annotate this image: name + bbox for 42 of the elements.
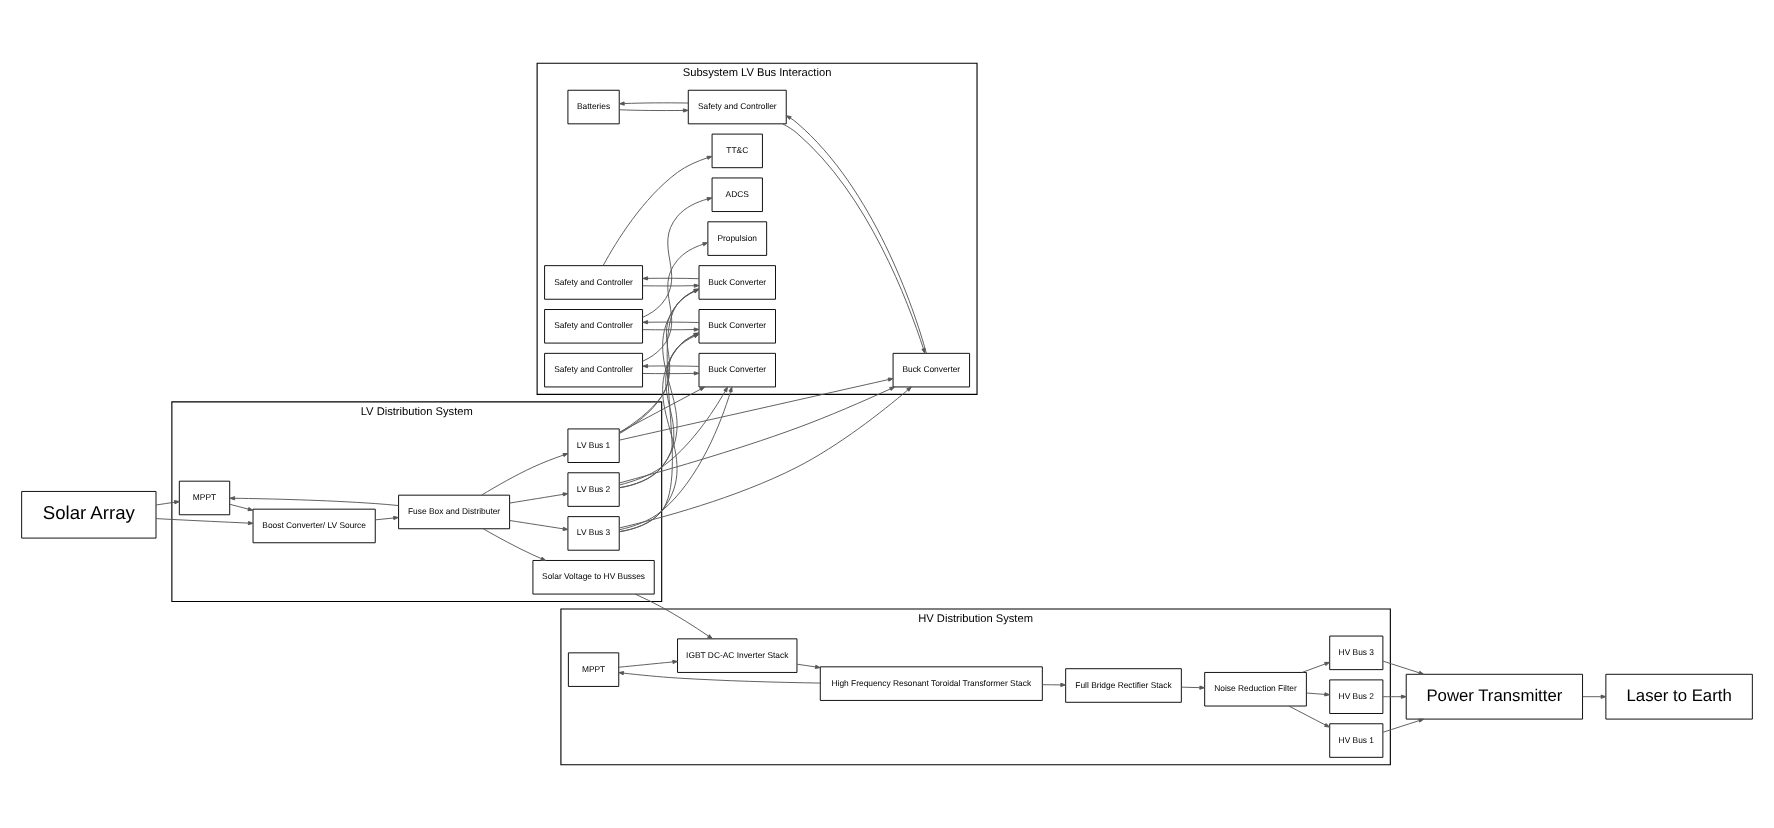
arrow	[634, 593, 713, 640]
arrow	[1382, 694, 1407, 699]
arrow	[155, 500, 180, 506]
arrow	[642, 320, 700, 325]
arrow	[642, 242, 709, 362]
arrow	[618, 671, 821, 684]
arrow	[619, 108, 689, 113]
arrow	[618, 386, 728, 486]
arrow	[642, 363, 700, 369]
node-box: Solar Array	[21, 490, 157, 539]
arrow	[375, 515, 399, 521]
arrow	[1306, 692, 1330, 697]
arrow	[642, 327, 700, 332]
arrow	[509, 520, 569, 531]
arrow	[1382, 718, 1425, 733]
arrow	[481, 453, 569, 496]
arrow	[1041, 682, 1066, 687]
arrow	[619, 377, 894, 441]
arrow	[482, 528, 547, 561]
arrow	[642, 283, 700, 288]
arrow	[602, 155, 713, 266]
arrow	[619, 386, 706, 433]
arrow	[1301, 661, 1331, 673]
arrow	[796, 663, 821, 669]
arrow	[509, 492, 569, 504]
arrow	[229, 496, 399, 506]
node-box: Laser to Earth	[1605, 673, 1753, 720]
arrow	[619, 386, 912, 529]
arrow	[642, 276, 700, 281]
arrow	[1288, 705, 1330, 728]
arrow	[1181, 685, 1205, 690]
arrow	[618, 386, 733, 531]
arrow	[618, 659, 678, 668]
arrow	[642, 197, 713, 318]
arrow	[155, 518, 254, 526]
node-box: Power Transmitter	[1405, 673, 1583, 720]
arrow	[618, 386, 896, 484]
arrow	[229, 503, 254, 512]
arrow	[642, 371, 700, 376]
arrow	[619, 101, 689, 106]
arrow	[1382, 660, 1425, 675]
arrow	[1582, 694, 1607, 699]
